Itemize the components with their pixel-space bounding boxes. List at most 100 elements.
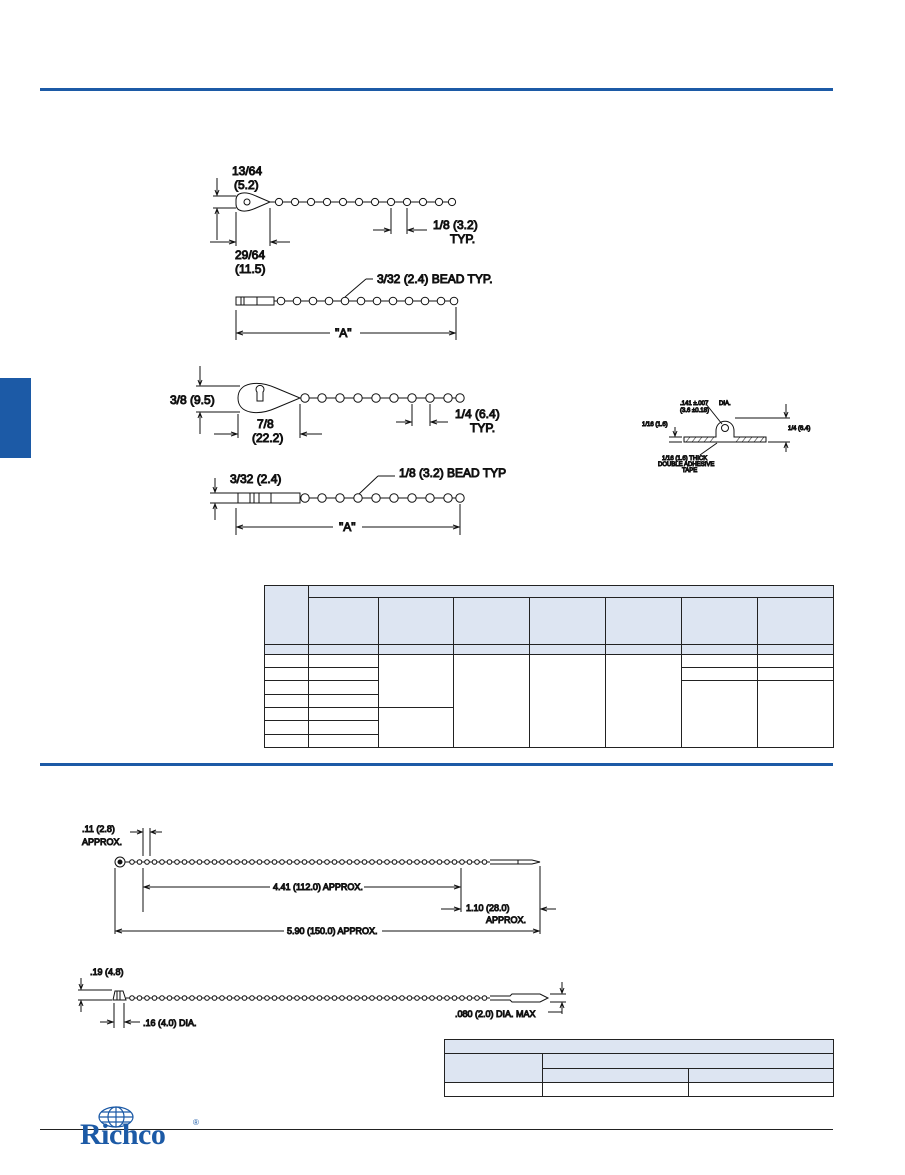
sec-tape-label-1: 1/16 (1.6) THICK xyxy=(662,456,707,462)
sec-base-label: 1/16 (1.6) xyxy=(642,422,668,428)
table-cell xyxy=(444,1081,543,1098)
bead xyxy=(189,995,195,1001)
table-cell xyxy=(264,680,309,695)
drawing-small-eyelet-chain xyxy=(210,178,457,246)
bead xyxy=(204,859,210,865)
d4-length-label: "A" xyxy=(339,520,356,534)
bead xyxy=(196,995,203,1001)
bead xyxy=(361,995,368,1001)
table-cell xyxy=(264,733,309,749)
d1-eye-length-mm-label: (11.5) xyxy=(235,262,265,276)
d3-eye-length-label: 7/8 xyxy=(257,417,274,431)
bead xyxy=(436,859,443,865)
bead xyxy=(226,995,233,1001)
bead xyxy=(324,859,330,865)
d5-gap-word-label: APPROX. xyxy=(82,837,122,847)
bead xyxy=(204,995,210,1001)
drawing-adhesive-mount-section xyxy=(669,403,790,456)
table-row xyxy=(264,733,834,749)
table-row xyxy=(264,706,834,749)
bead xyxy=(466,859,473,865)
spec-upper-header-col xyxy=(756,597,835,646)
spec-lower-header-col xyxy=(687,1067,835,1083)
table-cell xyxy=(264,706,309,722)
bead xyxy=(354,859,360,865)
bead xyxy=(166,995,173,1001)
bead xyxy=(159,859,165,865)
bead xyxy=(346,859,353,865)
bead xyxy=(241,859,248,865)
d6-head-label: .19 (4.8) xyxy=(90,967,124,977)
bead xyxy=(234,995,240,1001)
bead xyxy=(129,859,135,865)
bead xyxy=(384,995,390,1001)
table-cell xyxy=(453,653,530,749)
bead xyxy=(354,995,360,1001)
side-tab xyxy=(0,378,31,458)
sec-dia-mm-label: (3.6 ±0.18) xyxy=(680,408,709,414)
bead xyxy=(219,995,225,1001)
bead xyxy=(421,859,428,865)
bead xyxy=(294,859,300,865)
bead xyxy=(429,995,435,1001)
sec-dia-label: .141 ±.007 xyxy=(680,401,709,407)
bead xyxy=(144,859,150,865)
table-cell xyxy=(756,666,835,682)
table-cell xyxy=(264,720,309,735)
bead xyxy=(451,859,458,865)
bead xyxy=(279,859,285,865)
spec-lower-header-col xyxy=(542,1067,689,1083)
bead xyxy=(151,859,158,865)
table-cell xyxy=(264,644,309,655)
table-row xyxy=(264,680,835,748)
spec-upper-header-col xyxy=(378,597,454,646)
bead xyxy=(279,995,285,1001)
table-cell xyxy=(681,644,758,655)
table-cell xyxy=(529,644,606,655)
bead xyxy=(264,859,270,865)
bead xyxy=(174,859,180,865)
d3-pitch-label: 1/4 (6.4) xyxy=(455,407,500,421)
spec-upper-header-col xyxy=(681,597,758,646)
bead xyxy=(309,859,315,865)
table-row xyxy=(264,720,834,735)
bead xyxy=(421,995,428,1001)
bead xyxy=(444,995,450,1001)
table-cell xyxy=(308,720,379,735)
d1-eye-length-label: 29/64 xyxy=(235,248,265,262)
table-cell xyxy=(308,666,379,682)
d2-bead-label: 3/32 (2.4) BEAD TYP. xyxy=(377,272,493,286)
drawing-bead-tie-top xyxy=(114,828,556,934)
sec-dia-word-label: DIA. xyxy=(719,401,731,407)
bead xyxy=(226,859,233,865)
sec-tape-label-3: TAPE xyxy=(682,468,697,474)
bead xyxy=(136,995,143,1001)
bead xyxy=(241,995,248,1001)
bead xyxy=(331,995,338,1001)
bead xyxy=(136,859,143,865)
d5-tail-word-label: APPROX. xyxy=(486,915,526,925)
spec-lower-header-title xyxy=(443,1038,835,1055)
table-cell xyxy=(308,644,379,655)
table-cell xyxy=(756,680,835,748)
bead xyxy=(211,859,218,865)
table-cell xyxy=(264,653,309,669)
table-cell xyxy=(308,693,379,708)
table-cell xyxy=(308,706,379,722)
bead xyxy=(174,995,180,1001)
bead xyxy=(369,859,375,865)
bead xyxy=(451,995,458,1001)
sec-height-label: 1/4 (6.4) xyxy=(788,426,810,432)
table-cell xyxy=(264,693,309,708)
table-cell xyxy=(378,706,454,749)
bead xyxy=(376,995,383,1001)
bead xyxy=(144,995,150,1001)
bead xyxy=(294,995,300,1001)
table-cell xyxy=(756,653,835,669)
bead xyxy=(444,859,450,865)
bead xyxy=(181,995,188,1001)
d6-head-dia-label: .16 (4.0) DIA. xyxy=(143,1018,197,1028)
bead xyxy=(249,859,255,865)
bead xyxy=(339,859,345,865)
